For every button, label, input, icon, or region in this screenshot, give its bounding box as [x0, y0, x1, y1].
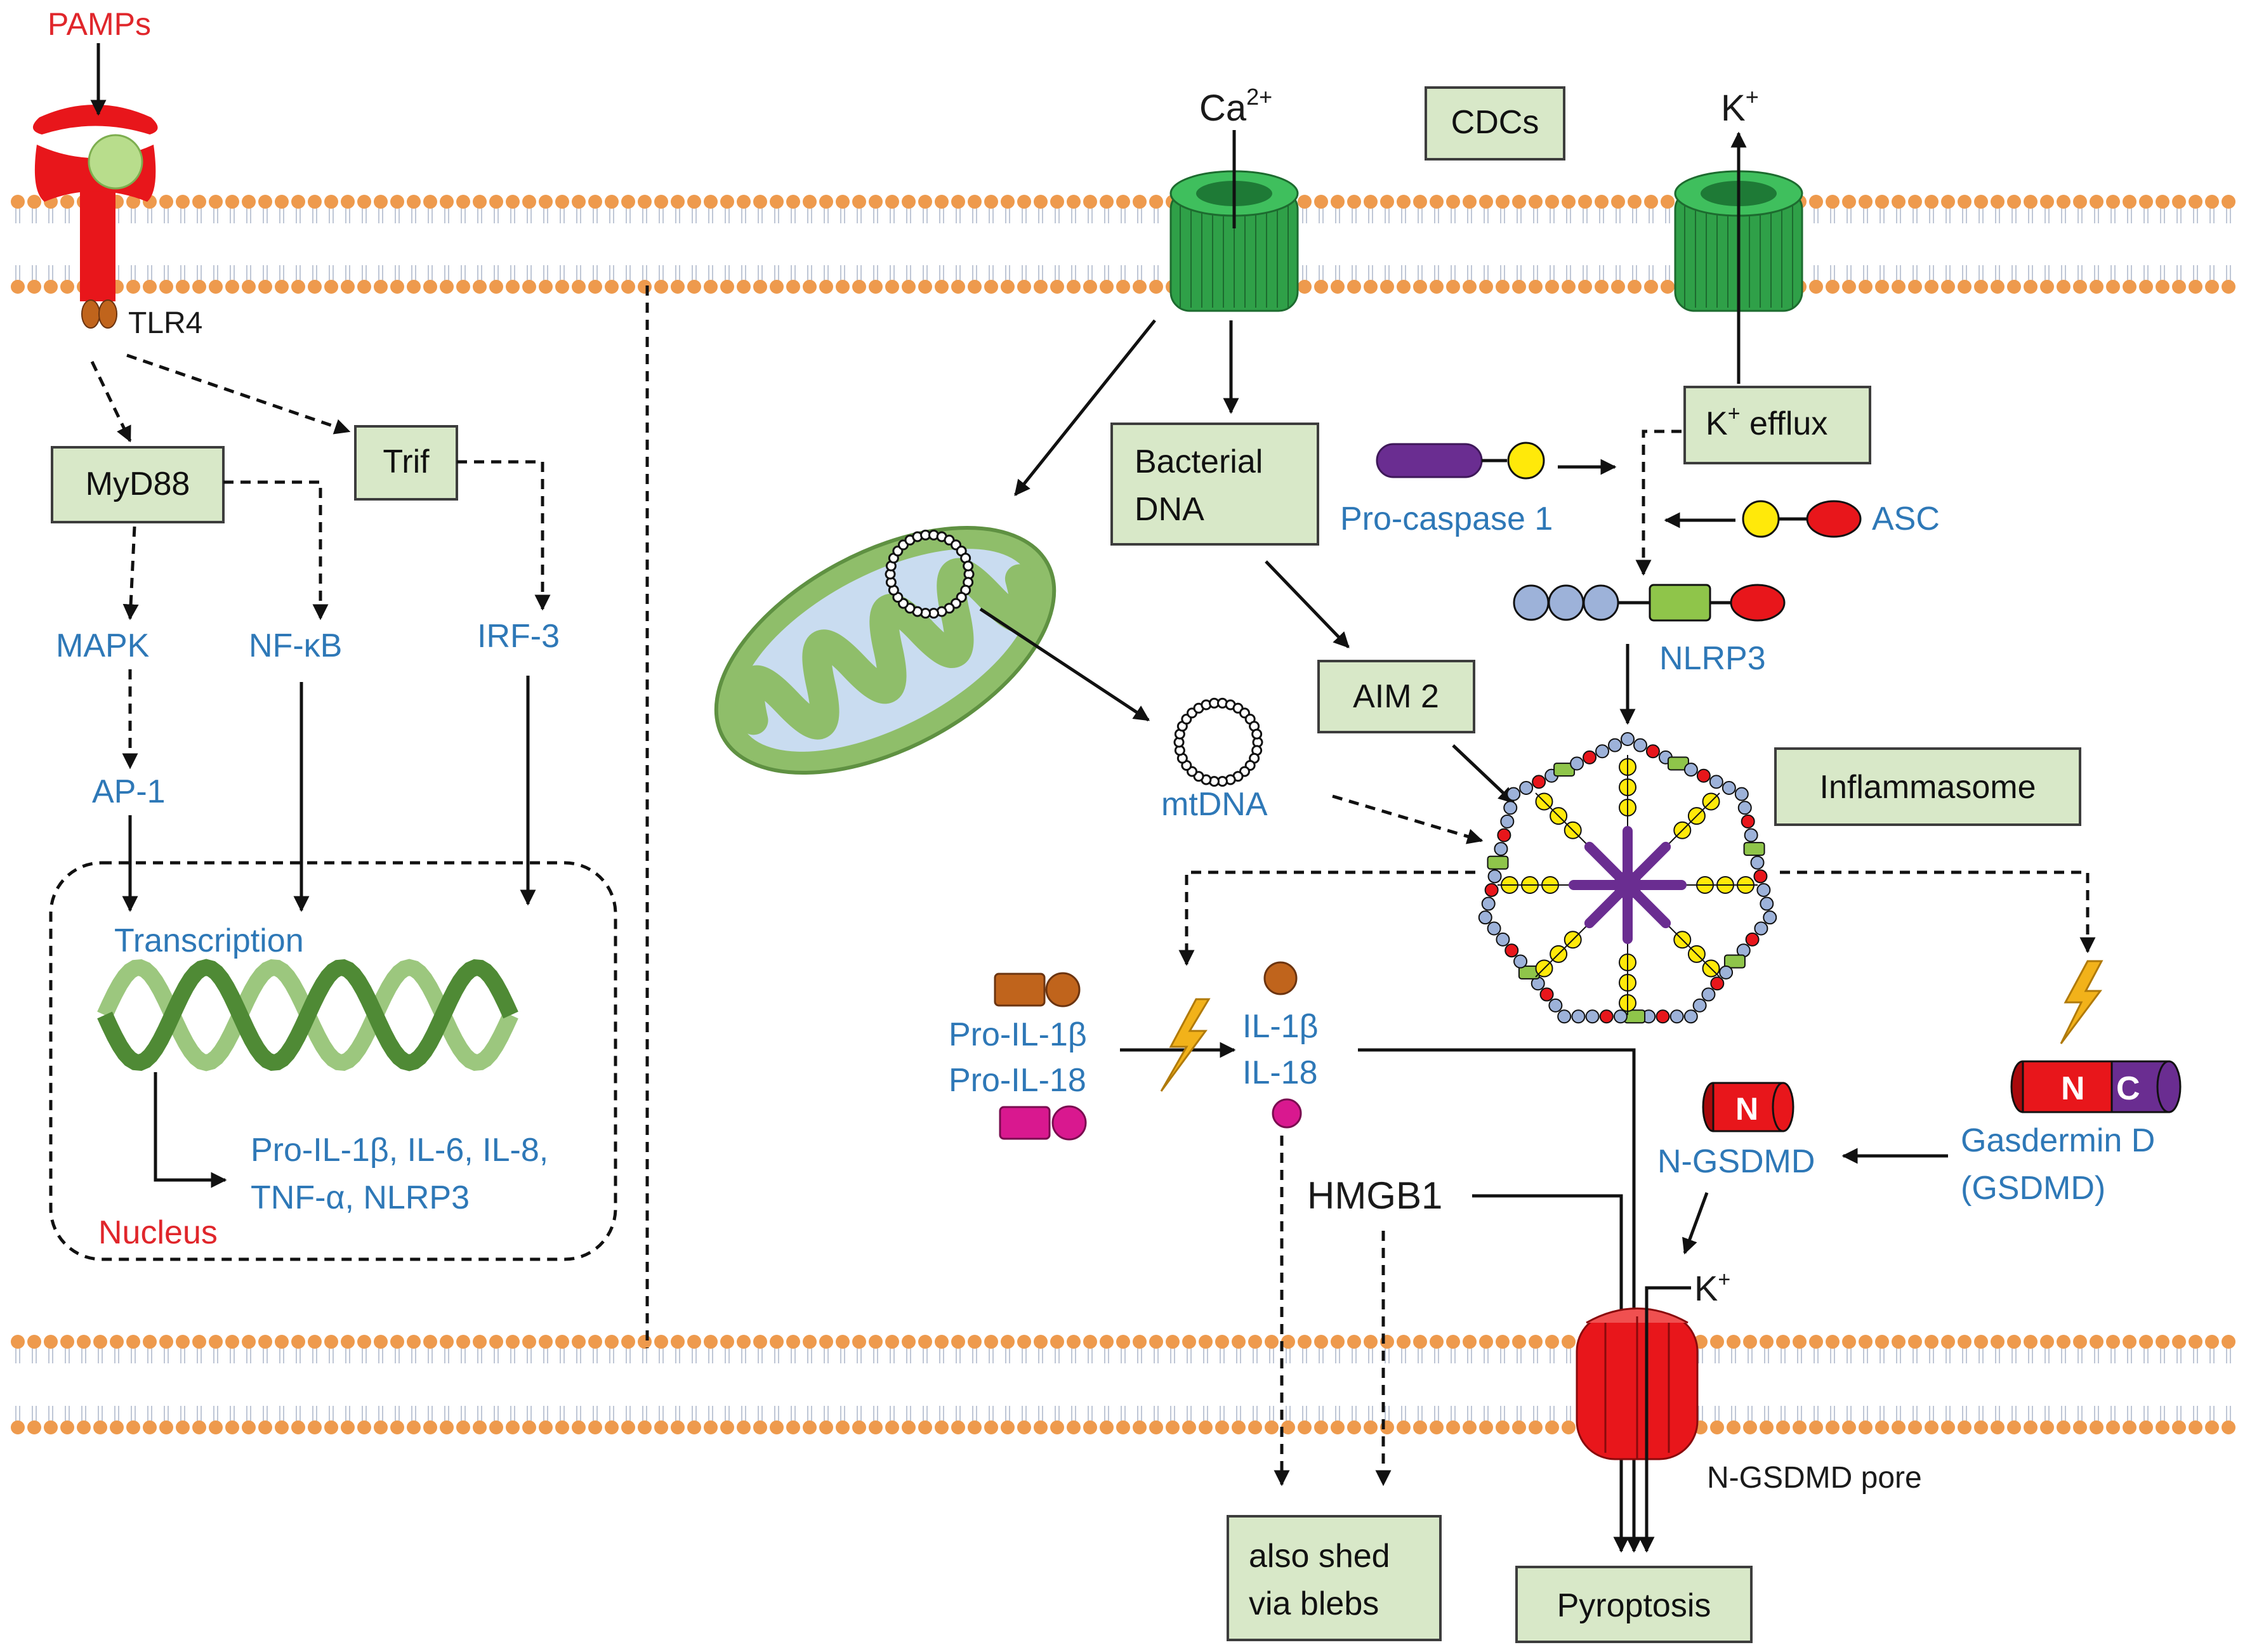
tlr4-label: TLR4	[128, 306, 202, 340]
aim2-to-inflammasome-arrow	[1452, 744, 1515, 804]
bacterial-dna-box: Bacterial DNA	[1110, 423, 1319, 546]
n-gsdmd-icon: N	[1702, 1082, 1794, 1132]
inflammasome-to-gasdermin-arrow	[1780, 870, 2096, 954]
svg-text:K+ efflux: K+ efflux	[1706, 402, 1827, 442]
n-gsdmd-pore-label: N-GSDMD pore	[1707, 1461, 1922, 1495]
inflammasome-box: Inflammasome	[1774, 747, 2081, 826]
mitochondrion-icon	[714, 525, 1057, 775]
cdcs-box: CDCs	[1425, 86, 1565, 161]
pro-il-18-icon	[999, 1105, 1087, 1141]
gasdermin-line-1: Gasdermin D	[1961, 1122, 2155, 1159]
shed-via-blebs-box: also shed via blebs	[1227, 1515, 1442, 1641]
genes-line-1: Pro-IL-1β, IL-6, IL-8,	[251, 1132, 548, 1169]
mtdna-ring-in-mitochondrion	[885, 529, 975, 619]
asc-icon	[1742, 500, 1862, 538]
nlrp3-icon	[1513, 584, 1786, 622]
hmgb1-label: HMGB1	[1307, 1174, 1442, 1217]
gasdermin-bolt-icon	[2060, 960, 2103, 1044]
dna-to-genes-arrow	[154, 1072, 227, 1188]
pro-caspase-1-icon	[1376, 442, 1545, 480]
mtdna-label: mtDNA	[1161, 786, 1268, 823]
ap1-label: AP-1	[92, 773, 166, 810]
il-release-line	[1358, 1048, 1642, 1553]
nlrp3-label: NLRP3	[1659, 640, 1766, 677]
dna-helix-icon	[97, 959, 518, 1072]
calcium-label: Ca2+	[1199, 84, 1272, 129]
svg-text:via blebs: via blebs	[1249, 1585, 1379, 1622]
nucleus-boundary	[49, 861, 617, 1261]
nucleus-label: Nucleus	[98, 1214, 218, 1251]
il-18-icon	[1272, 1098, 1302, 1129]
svg-text:Bacterial: Bacterial	[1135, 443, 1263, 480]
svg-text:C: C	[2116, 1070, 2140, 1107]
pamps-label: PAMPs	[48, 6, 151, 42]
mtdna-to-inflammasome-arrow	[1332, 794, 1484, 844]
pro-il-1b-label: Pro-IL-1β	[949, 1016, 1087, 1053]
il-18-label: IL-18	[1242, 1054, 1318, 1091]
myd88-box: MyD88	[51, 446, 225, 523]
potassium-pore-label: K+	[1694, 1268, 1730, 1308]
tlr4-receptor	[32, 105, 158, 329]
transcription-label: Transcription	[114, 922, 304, 959]
genes-line-2: TNF-α, NLRP3	[251, 1179, 470, 1216]
tlr4-to-myd88-arrow	[90, 360, 132, 443]
svg-text:DNA: DNA	[1135, 491, 1204, 528]
channel-to-mitochondrion-arrow	[1014, 319, 1156, 496]
n-gsdmd-label: N-GSDMD	[1657, 1143, 1815, 1180]
nfkb-label: NF-κB	[249, 627, 342, 664]
potassium-top-label: K+	[1721, 84, 1759, 129]
n-gsdmd-pore-icon	[1576, 1308, 1699, 1460]
svg-text:MyD88: MyD88	[86, 466, 190, 502]
trif-to-irf3-arrow	[457, 460, 551, 611]
svg-text:Trif: Trif	[383, 443, 430, 480]
pro-il-1b-icon	[994, 972, 1081, 1007]
mtdna-ring-icon	[1173, 697, 1263, 787]
cell-membrane-top	[11, 195, 2235, 294]
svg-text:N: N	[1735, 1091, 1758, 1127]
gasdermin-line-2: (GSDMD)	[1961, 1170, 2105, 1207]
trif-box: Trif	[354, 425, 458, 501]
myd88-to-nfkb-arrow	[223, 480, 329, 620]
aim2-box: AIM 2	[1317, 660, 1475, 733]
svg-text:N: N	[2061, 1070, 2085, 1107]
pro-caspase-1-label: Pro-caspase 1	[1340, 501, 1553, 537]
pro-il-18-label: Pro-IL-18	[949, 1062, 1086, 1099]
mapk-label: MAPK	[56, 627, 150, 664]
caspase-cleavage-bolt-icon	[1160, 998, 1211, 1092]
svg-text:Inflammasome: Inflammasome	[1820, 769, 2036, 806]
cell-membrane-bottom	[11, 1335, 2235, 1434]
asc-label: ASC	[1872, 501, 1940, 537]
k-efflux-to-nlrp3-arrow	[1635, 429, 1682, 576]
inflammasome-complex-icon	[1478, 732, 1777, 1024]
il-1b-label: IL-1β	[1242, 1008, 1319, 1045]
irf3-label: IRF-3	[477, 618, 560, 655]
n-gsdmd-to-pore-arrow	[1682, 1192, 1709, 1255]
k-efflux-box: K+ efflux	[1683, 386, 1871, 464]
tlr4-to-trif-arrow	[126, 353, 351, 435]
svg-text:also shed: also shed	[1249, 1538, 1390, 1575]
potassium-pore-line	[1638, 1286, 1691, 1553]
mitochondrion-to-mtdna-arrow	[979, 607, 1150, 722]
pyroptosis-box: Pyroptosis	[1515, 1566, 1753, 1643]
myd88-to-mapk-arrow	[122, 526, 139, 620]
bacterial-dna-to-aim2-arrow	[1265, 560, 1350, 648]
inflammasome-to-pro-il-arrow	[1178, 870, 1475, 966]
svg-text:CDCs: CDCs	[1451, 104, 1539, 141]
svg-text:Pyroptosis: Pyroptosis	[1557, 1587, 1711, 1624]
svg-text:AIM 2: AIM 2	[1353, 678, 1439, 715]
il-1b-icon	[1263, 961, 1298, 995]
gasdermin-d-icon: N C	[2010, 1060, 2182, 1113]
